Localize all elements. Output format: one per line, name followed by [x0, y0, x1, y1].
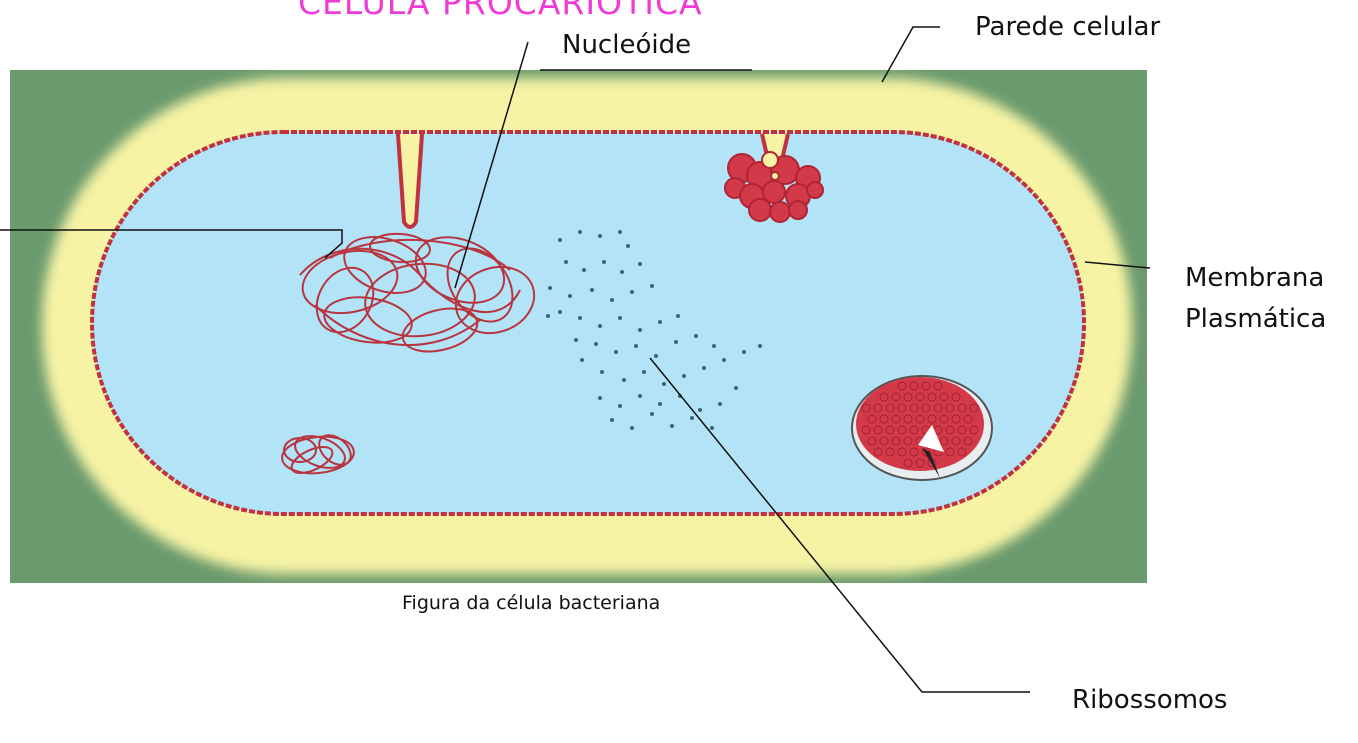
label-membrana-line1: Membrana: [1185, 258, 1326, 299]
ribosome-dot: [618, 230, 622, 234]
ribosome-dot: [590, 288, 594, 292]
ribosome-dot: [650, 284, 654, 288]
ribosome-dot: [568, 294, 572, 298]
ribosome-dot: [620, 270, 624, 274]
ribosome-dot: [638, 394, 642, 398]
inclusion-granule: [852, 376, 992, 480]
ribosome-dot: [662, 382, 666, 386]
ribosome-dot: [548, 286, 552, 290]
ribosome-dot: [618, 316, 622, 320]
diagram-title: CÉLULA PROCARIÓTICA: [298, 0, 703, 22]
ribosome-dot: [618, 404, 622, 408]
label-membrana-line2: Plasmática: [1185, 299, 1326, 340]
label-ribossomos: Ribossomos: [1072, 685, 1227, 715]
ribosome-dot: [634, 344, 638, 348]
ribosome-dot: [594, 342, 598, 346]
label-nucleoide: Nucleóide: [562, 30, 691, 60]
figure-caption: Figura da célula bacteriana: [402, 592, 660, 614]
ribosome-dot: [558, 310, 562, 314]
ribosome-dot: [546, 314, 550, 318]
ribosome-dot: [582, 268, 586, 272]
ribosome-dot: [580, 358, 584, 362]
ribosome-dot: [674, 340, 678, 344]
ribosome-dot: [710, 426, 714, 430]
ribosome-dot: [650, 412, 654, 416]
ribosome-dot: [658, 402, 662, 406]
ribosome-dot: [558, 238, 562, 242]
ribosome-dot: [622, 378, 626, 382]
ribosome-dot: [598, 396, 602, 400]
ribosome-dot: [600, 370, 604, 374]
ribosome-dot: [598, 234, 602, 238]
ribosome-dot: [654, 354, 658, 358]
mesosome-left: [398, 134, 422, 227]
ribosome-dot: [694, 334, 698, 338]
ribosome-dot: [630, 290, 634, 294]
ribosome-dot: [670, 424, 674, 428]
ribosome-dot: [574, 338, 578, 342]
ribosome-dot: [702, 366, 706, 370]
ribosome-dot: [630, 426, 634, 430]
ribosome-dot: [658, 320, 662, 324]
ribosome-dot: [742, 350, 746, 354]
label-membrana-plasmatica: Membrana Plasmática: [1185, 258, 1326, 340]
ribosome-dot: [722, 358, 726, 362]
ribosome-dot: [682, 374, 686, 378]
ribosome-dot: [564, 260, 568, 264]
ribosome-dot: [712, 344, 716, 348]
ribosome-dot: [638, 262, 642, 266]
ribosome-dot: [642, 370, 646, 374]
ribosome-dot: [598, 324, 602, 328]
ribosome-dot: [626, 244, 630, 248]
ribosome-dot: [610, 298, 614, 302]
ribosome-dot: [676, 314, 680, 318]
ribosome-dot: [602, 260, 606, 264]
ribosome-dot: [718, 402, 722, 406]
ribosome-dot: [638, 328, 642, 332]
ribosome-dot: [610, 418, 614, 422]
ribosome-dot: [698, 408, 702, 412]
ribosome-dot: [690, 416, 694, 420]
ribosome-dot: [734, 386, 738, 390]
ribosome-dot: [758, 344, 762, 348]
ribosome-dot: [578, 316, 582, 320]
ribosome-dot: [578, 230, 582, 234]
ribosome-dot: [614, 350, 618, 354]
label-parede-celular: Parede celular: [975, 12, 1160, 42]
